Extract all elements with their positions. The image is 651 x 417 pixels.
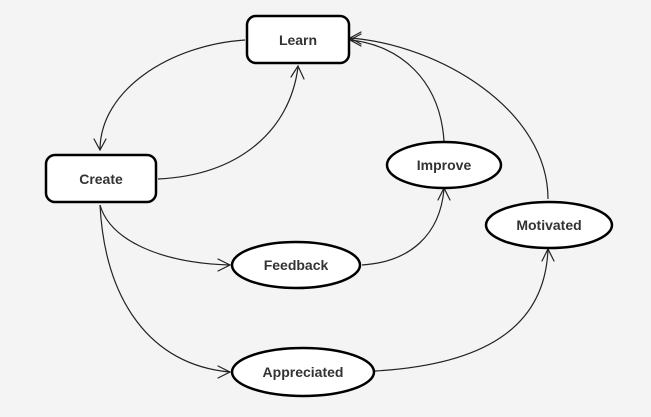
node-improve: Improve <box>385 140 503 190</box>
node-feedback: Feedback <box>230 240 362 290</box>
edge-create-to-feedback <box>99 204 231 266</box>
node-feedback-ellipse <box>230 240 362 290</box>
arrowhead-learn-to-create <box>93 138 107 152</box>
node-improve-ellipse <box>385 140 503 190</box>
arrowhead-create-to-learn <box>290 64 305 80</box>
edge-appreciated-to-motivated <box>374 248 549 372</box>
edge-motivated-to-learn <box>349 37 549 200</box>
node-appreciated: Appreciated <box>230 346 376 398</box>
arrowhead-create-to-appreciated <box>217 365 232 379</box>
edge-create-to-appreciated <box>99 204 231 373</box>
node-create-label: Create <box>79 171 123 187</box>
edge-improve-to-learn <box>349 39 445 142</box>
edge-feedback-to-improve <box>361 188 445 266</box>
node-motivated: Motivated <box>484 200 614 250</box>
node-motivated-label: Motivated <box>516 217 581 233</box>
node-learn: Learn <box>245 14 351 65</box>
edge-learn-to-create <box>99 39 246 151</box>
node-appreciated-label: Appreciated <box>263 364 344 380</box>
node-learn-box <box>245 14 351 65</box>
edge-create-to-learn <box>157 66 299 180</box>
node-create: Create <box>44 153 158 204</box>
node-appreciated-ellipse <box>230 346 376 398</box>
node-motivated-ellipse <box>484 200 614 250</box>
node-feedback-label: Feedback <box>264 257 329 273</box>
node-create-box <box>44 153 158 204</box>
arrowhead-create-to-feedback <box>217 258 232 272</box>
node-learn-label: Learn <box>279 32 317 48</box>
node-improve-label: Improve <box>417 157 472 173</box>
